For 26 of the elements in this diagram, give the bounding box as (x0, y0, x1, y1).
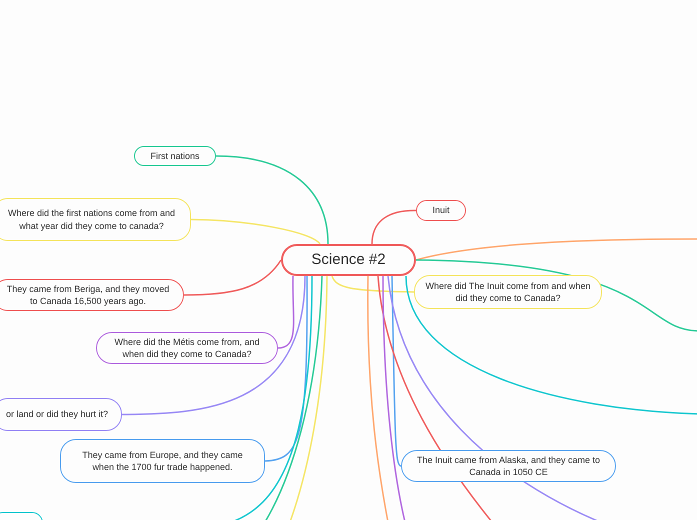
topic-box: Where did the Métis come from, and when did they come to Canada? (96, 332, 278, 364)
connector-line (371, 210, 416, 244)
connector-line (405, 276, 697, 415)
topic-box: Where did The Inuit come from and when did they come to Canada? (414, 275, 602, 309)
connector-line (367, 276, 389, 520)
connector-line (264, 276, 308, 462)
topic-box: Where did the first nations come from and what year did they come to canada? (0, 198, 191, 241)
connector-line (216, 155, 329, 244)
connector-line (190, 218, 321, 245)
topic-box: They came from Beriga, and they moved to Canada 16,500 years ago. (0, 279, 184, 311)
topic-box: or land or did they hurt it? (0, 398, 122, 431)
connector-line (382, 276, 406, 520)
connector-line (289, 276, 328, 520)
connector-line (278, 276, 294, 349)
topic-box: They came from Europe, and they came when the 1700 fur trade happened. (60, 439, 265, 483)
topic-box: First nations (134, 146, 216, 166)
connector-line (416, 259, 697, 332)
connector-line (184, 260, 282, 296)
connector-line (264, 276, 323, 520)
connector-line (391, 276, 402, 467)
central-topic-box: Science #2 (281, 244, 416, 276)
topic-box: Inuit (416, 200, 466, 221)
connector-line (122, 276, 306, 416)
connector-line (416, 238, 697, 261)
connector-line (331, 276, 414, 293)
topic-box: The Inuit came from Alaska, and they came to Canada in 1050 CE (401, 450, 616, 482)
